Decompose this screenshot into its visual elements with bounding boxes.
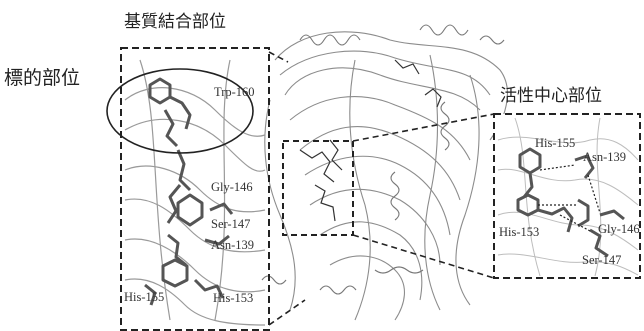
- connector-bottom: [353, 235, 494, 278]
- label-ser147-right: Ser-147: [582, 253, 621, 267]
- label-his153-left: His-153: [213, 291, 253, 305]
- substrate-binding-site-label: 基質結合部位: [124, 12, 226, 32]
- label-ser147-left: Ser-147: [211, 217, 250, 231]
- protein-structure-illustration: [262, 25, 507, 320]
- label-asn139-left: Asn-139: [211, 238, 254, 252]
- target-site-ellipse: [107, 69, 253, 153]
- label-asn139-right: Asn-139: [583, 150, 626, 164]
- connector-left-bottom: [269, 300, 305, 325]
- label-gly146-left: Gly-146: [211, 180, 253, 194]
- label-gly146-right: Gly-146: [598, 222, 640, 236]
- label-his155-right: His-155: [535, 136, 575, 150]
- connector-top: [353, 114, 494, 141]
- target-site-label: 標的部位: [4, 67, 80, 89]
- label-trp160: Trp-160: [214, 85, 255, 99]
- active-site-label: 活性中心部位: [500, 86, 602, 106]
- active-site-source-box: [283, 141, 353, 235]
- label-his155-left: His-155: [124, 290, 164, 304]
- label-his153-right: His-153: [499, 225, 539, 239]
- connector-left-top: [269, 52, 288, 62]
- ligand-sticks: [300, 60, 441, 221]
